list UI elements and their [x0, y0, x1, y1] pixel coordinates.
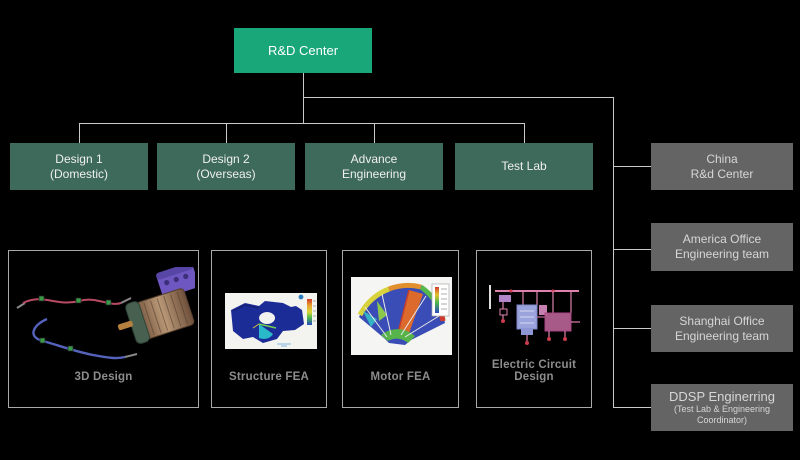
gallery-frame-electric-circuit: Electric Circuit Design	[476, 250, 592, 408]
ddsp-title: DDSP Enginerring	[669, 389, 775, 404]
org-node-america-office: America Office Engineering team	[651, 223, 793, 271]
org-node-rd-center: R&D Center	[234, 28, 372, 73]
org-node-ddsp-engineering: DDSP Enginerring (Test Lab & Engineering…	[651, 384, 793, 431]
connector-stub-testlab	[524, 123, 525, 143]
gallery-frame-motor-fea: Motor FEA	[342, 250, 459, 408]
ddsp-subtitle: (Test Lab & Engineering Coordinator)	[673, 404, 771, 425]
connector-root-vertical	[303, 73, 304, 123]
org-node-design1-domestic: Design 1 (Domestic)	[10, 143, 148, 190]
connector-stub-design2	[226, 123, 227, 143]
org-node-china-rd-center: China R&d Center	[651, 143, 793, 190]
gallery-caption-structure-fea: Structure FEA	[229, 371, 309, 383]
connector-right-vertical	[613, 97, 614, 408]
motor-fea-simulation-image	[351, 277, 452, 355]
gallery-caption-electric-circuit: Electric Circuit Design	[491, 359, 577, 383]
connector-stub-america	[613, 249, 651, 250]
gallery-frame-3d-design: 3D Design	[8, 250, 199, 408]
electric-circuit-schematic-image	[489, 285, 580, 345]
connector-branch-right	[303, 97, 614, 98]
structure-fea-simulation-image	[225, 293, 317, 349]
3d-cad-motor-with-cables-image	[16, 267, 195, 360]
connector-stub-shanghai	[613, 328, 651, 329]
org-node-advance-engineering: Advance Engineering	[305, 143, 443, 190]
gallery-caption-3d-design: 3D Design	[74, 371, 133, 383]
connector-departments-horizontal	[79, 123, 525, 124]
gallery-caption-motor-fea: Motor FEA	[370, 371, 431, 383]
connector-stub-advance	[374, 123, 375, 143]
gallery-frame-structure-fea: Structure FEA	[211, 250, 327, 408]
connector-stub-ddsp	[613, 407, 651, 408]
org-node-shanghai-office: Shanghai Office Engineering team	[651, 305, 793, 352]
org-node-design2-overseas: Design 2 (Overseas)	[157, 143, 295, 190]
connector-stub-design1	[79, 123, 80, 143]
org-node-test-lab: Test Lab	[455, 143, 593, 190]
connector-stub-china	[613, 166, 651, 167]
